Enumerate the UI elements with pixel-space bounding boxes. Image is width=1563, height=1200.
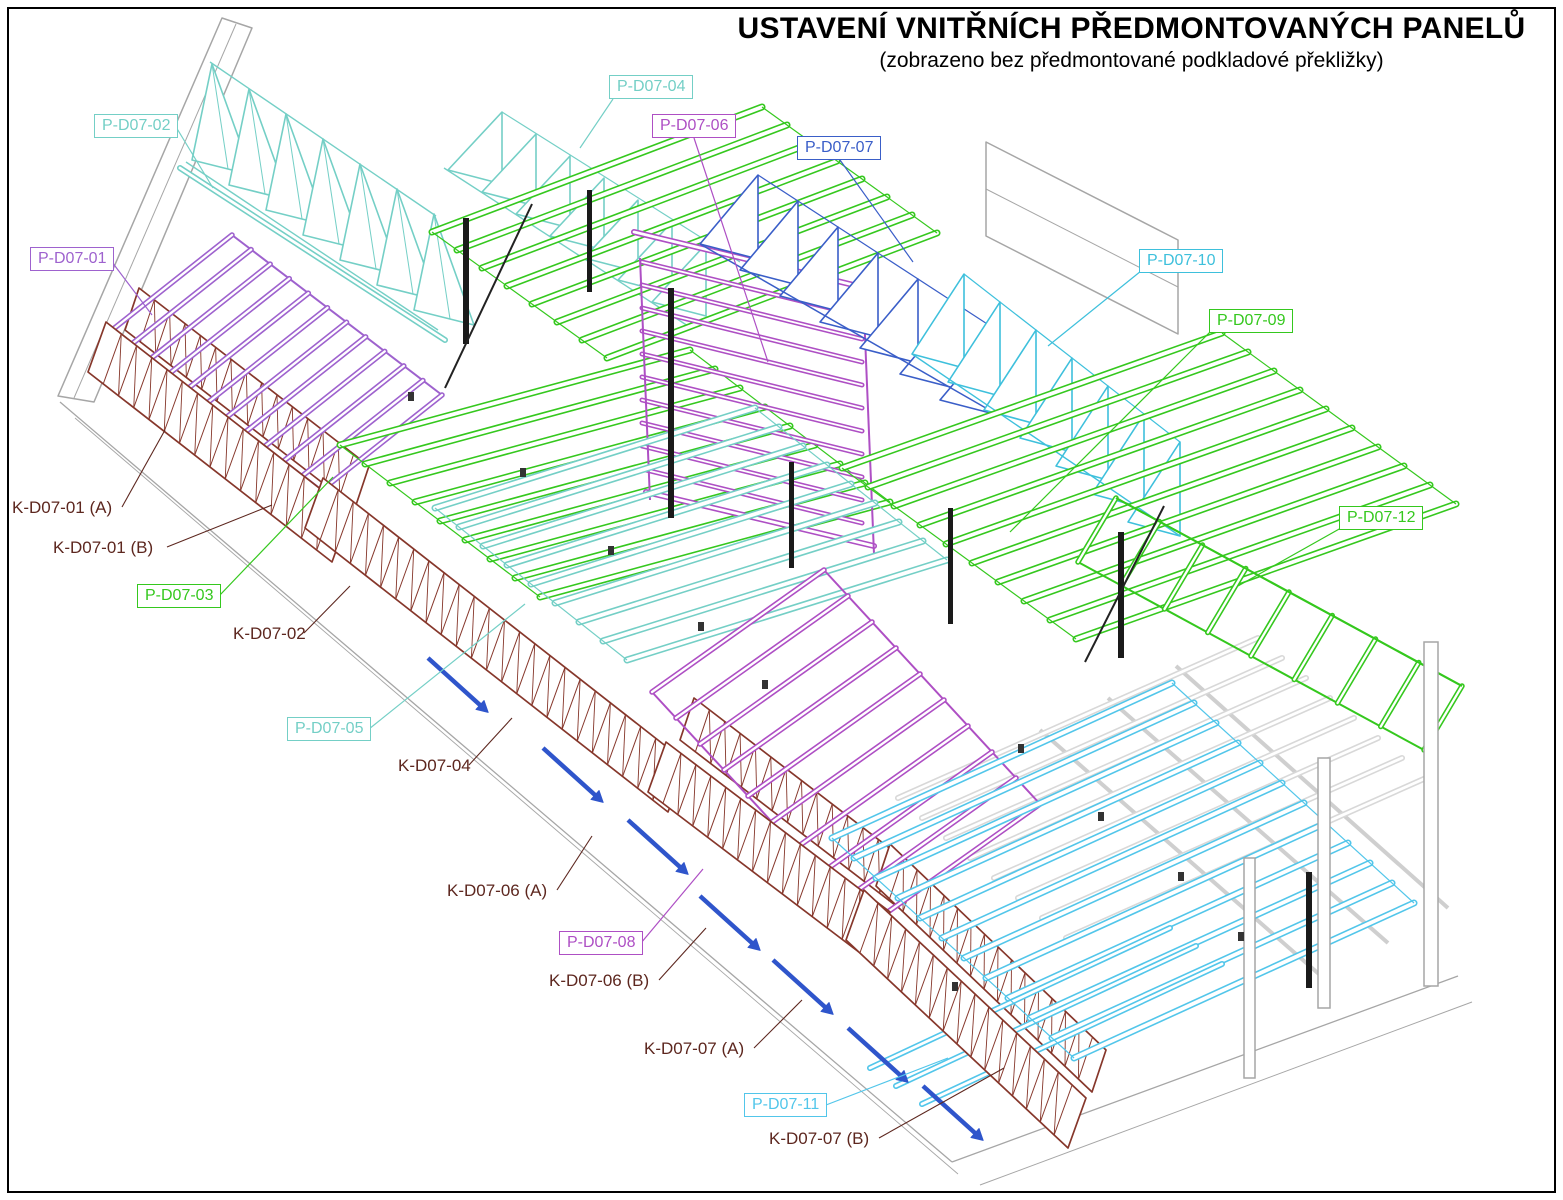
component-label-K-D07-06-B: K-D07-06 (B) [549,971,650,990]
drawing-subtitle: (zobrazeno bez předmontované podkladové … [879,49,1384,72]
leader-lines [111,98,1342,1139]
panel-P-D07-05 [431,404,951,664]
component-label-K-D07-06-A: K-D07-06 (A) [447,881,548,900]
component-label-K-D07-07-B: K-D07-07 (B) [769,1129,870,1148]
panel-P-D07-10 [911,273,1181,537]
drawing-title: USTAVENÍ VNITŘNÍCH PŘEDMONTOVANÝCH PANEL… [737,12,1526,45]
component-label-K-D07-07-A: K-D07-07 (A) [644,1039,745,1058]
panel-P-D07-09 [838,329,1460,643]
component-label-K-D07-01-B: K-D07-01 (B) [53,538,154,557]
direction-arrows [426,656,984,1141]
panel-label-P-D07-03: P-D07-03 [137,584,222,608]
component-label-K-D07-01-A: K-D07-01 (A) [12,498,113,517]
panel-label-P-D07-06: P-D07-06 [652,114,737,138]
panel-label-P-D07-05: P-D07-05 [287,717,372,741]
panel-P-D07-08 [649,567,1043,929]
panel-label-P-D07-11: P-D07-11 [744,1093,828,1117]
title-block: USTAVENÍ VNITŘNÍCH PŘEDMONTOVANÝCH PANEL… [714,12,1549,73]
component-label-K-D07-04: K-D07-04 [398,756,471,775]
panel-label-P-D07-10: P-D07-10 [1139,249,1224,273]
structure-foreground [408,190,1439,1079]
panel-label-P-D07-01: P-D07-01 [30,247,115,271]
panel-P-D07-01 [109,232,445,493]
panel-label-P-D07-04: P-D07-04 [609,75,694,99]
panel-label-P-D07-02: P-D07-02 [94,114,179,138]
joists-K-D07 [87,321,1087,1149]
panel-label-P-D07-08: P-D07-08 [559,931,644,955]
panel-label-P-D07-09: P-D07-09 [1209,309,1294,333]
panel-label-P-D07-12: P-D07-12 [1339,506,1424,530]
panel-P-D07-11 [828,679,1418,1107]
panel-label-P-D07-07: P-D07-07 [797,136,882,160]
panel-P-D07-02 [177,61,475,343]
component-label-K-D07-02: K-D07-02 [233,624,306,643]
